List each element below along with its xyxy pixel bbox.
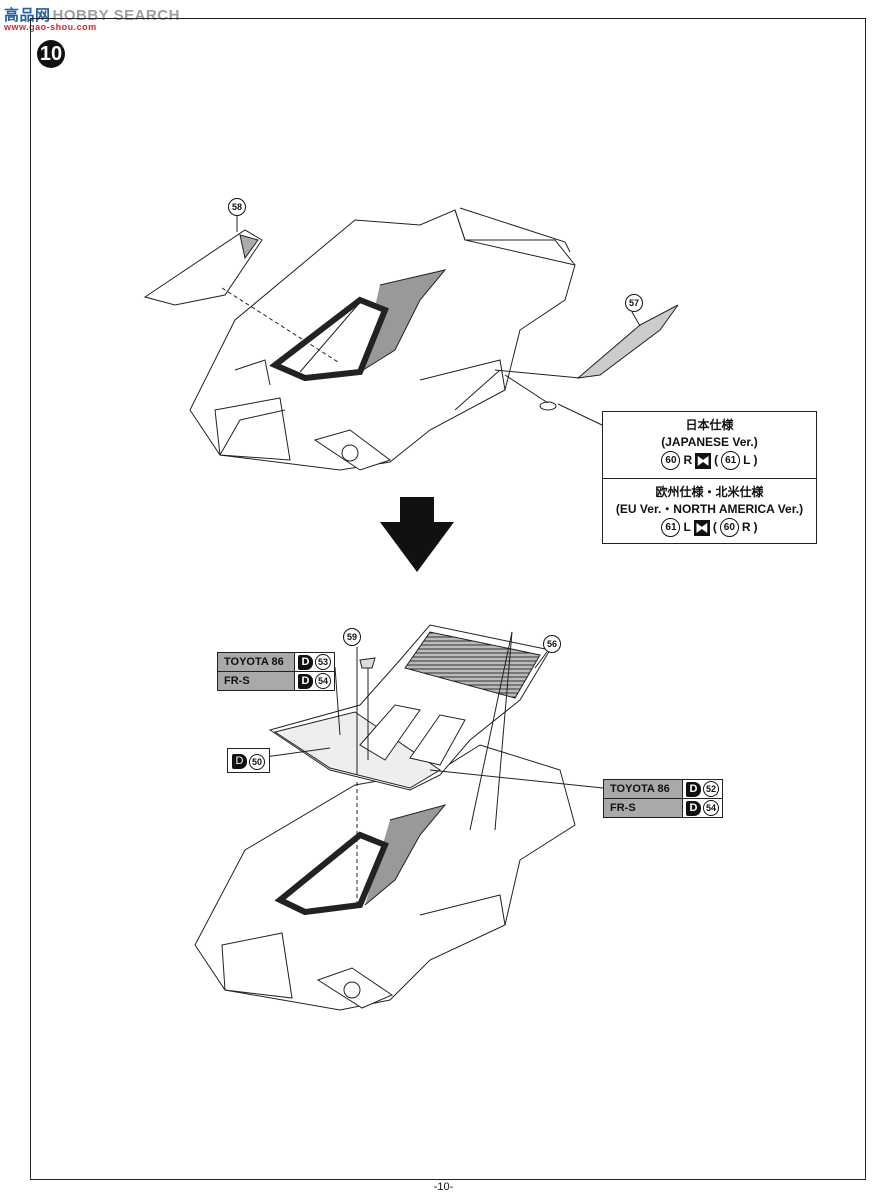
sprue-d-icon: D bbox=[686, 800, 701, 816]
callout-part-58: 58 bbox=[228, 198, 246, 216]
eu-spec-subtitle: (EU Ver.・NORTH AMERICA Ver.) bbox=[615, 502, 804, 516]
version-spec-box: 日本仕様 (JAPANESE Ver.) 60 R ⧓ (61 L) 欧州仕様・… bbox=[602, 411, 817, 544]
swap-icon: ⧓ bbox=[695, 452, 712, 469]
sprue-d-icon: D bbox=[232, 754, 247, 769]
part-number: 61 bbox=[721, 451, 741, 470]
side-letter: L bbox=[743, 453, 751, 467]
japan-spec-title: 日本仕様 bbox=[685, 418, 734, 432]
page-frame bbox=[30, 18, 866, 1180]
japan-spec-subtitle: (JAPANESE Ver.) bbox=[661, 435, 758, 449]
part-number: 54 bbox=[703, 800, 719, 816]
part-number: 50 bbox=[249, 753, 265, 770]
variant-label: FR-S bbox=[603, 798, 683, 818]
callout-part-59: 59 bbox=[343, 628, 361, 646]
part-number: 60 bbox=[661, 451, 681, 470]
down-arrow-icon bbox=[380, 497, 454, 572]
sprue-d-icon: D bbox=[298, 654, 313, 670]
callout-part-56: 56 bbox=[543, 635, 561, 653]
car-body-lower bbox=[194, 744, 576, 1011]
variant-label: FR-S bbox=[217, 671, 295, 691]
callout-part-57: 57 bbox=[625, 294, 643, 312]
eu-spec-title: 欧州仕様・北米仕様 bbox=[655, 485, 764, 499]
part-number: 53 bbox=[315, 654, 331, 670]
part-number: 52 bbox=[703, 781, 719, 797]
step-number-badge: 10 bbox=[37, 40, 65, 68]
side-letter: R bbox=[683, 453, 693, 467]
watermark-hanzi: 高品网 bbox=[4, 7, 51, 24]
eu-parts-row: 61 L ⧓ (60 R) bbox=[661, 518, 758, 537]
variant-label: TOYOTA 86 bbox=[217, 652, 295, 672]
watermark-text: HOBBY SEARCH bbox=[52, 7, 180, 24]
sprue-d-icon: D bbox=[686, 781, 701, 797]
side-letter: L bbox=[683, 520, 691, 534]
part-number: 61 bbox=[661, 518, 681, 537]
variant-label: TOYOTA 86 bbox=[603, 779, 683, 799]
part-number: 54 bbox=[315, 673, 331, 689]
part-number: 60 bbox=[719, 518, 739, 537]
watermark-url: www.gao-shou.com bbox=[4, 22, 97, 32]
swap-icon: ⧓ bbox=[693, 519, 710, 536]
sprue-d-icon: D bbox=[298, 673, 313, 689]
japan-spec-section: 日本仕様 (JAPANESE Ver.) 60 R ⧓ (61 L) bbox=[603, 412, 816, 478]
page-number: -10- bbox=[433, 1181, 454, 1193]
car-body-upper bbox=[189, 207, 576, 471]
side-letter: R bbox=[741, 520, 751, 534]
japan-parts-row: 60 R ⧓ (61 L) bbox=[661, 451, 758, 470]
part-57-side-panel bbox=[576, 304, 679, 379]
eu-spec-section: 欧州仕様・北米仕様 (EU Ver.・NORTH AMERICA Ver.) 6… bbox=[603, 478, 816, 544]
part-58-side-window bbox=[143, 229, 263, 306]
